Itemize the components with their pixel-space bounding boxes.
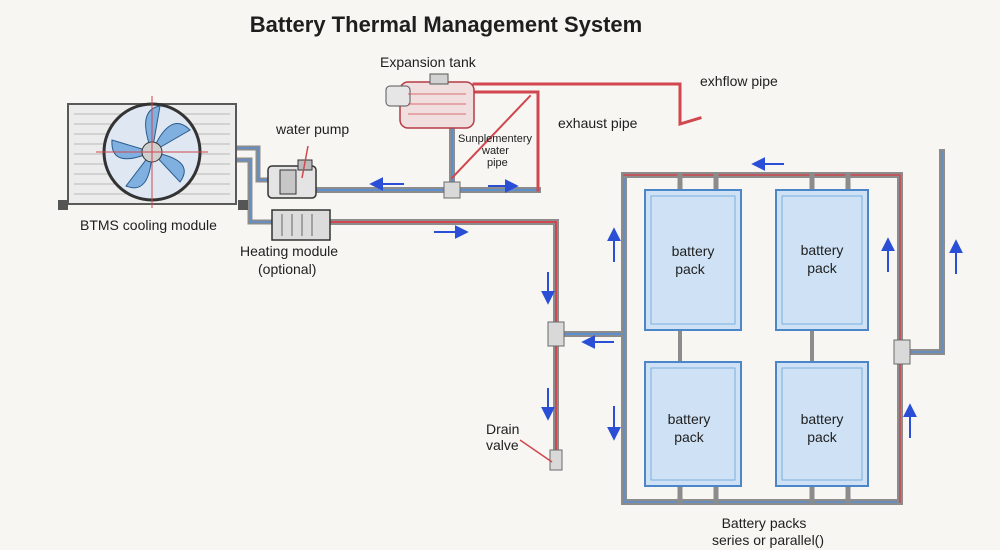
battery-pack-grid: battery pack battery pack battery pack b… <box>644 189 869 487</box>
water-pump-label: water pump <box>275 121 349 137</box>
flow-arrows <box>369 157 963 441</box>
expansion-tank-label: Expansion tank <box>380 54 477 70</box>
battery-pack-label: battery <box>668 411 711 427</box>
battery-pack: battery pack <box>775 361 869 487</box>
supplementary-label-2: water <box>481 145 509 157</box>
drain-valve <box>519 439 563 471</box>
supplementary-label-3: pipe <box>487 157 508 169</box>
tee-fitting-right <box>893 339 911 365</box>
battery-pack-label: battery <box>801 411 844 427</box>
expansion-tank <box>385 73 475 129</box>
battery-pack-label: pack <box>807 260 838 276</box>
battery-pack: battery pack <box>644 361 742 487</box>
fan-icon <box>96 96 208 208</box>
pipe-exhflow <box>472 82 702 127</box>
pipe-module-to-heater <box>233 157 275 225</box>
supplementary-label-1: Sunplementery <box>458 133 532 145</box>
pipe-exhaust <box>472 90 540 192</box>
drain-label-2: valve <box>486 437 519 453</box>
exhaust-pipe-label: exhaust pipe <box>558 115 638 131</box>
battery-pack: battery pack <box>775 189 869 331</box>
drain-label-1: Drain <box>486 421 519 437</box>
battery-pack-label: pack <box>674 429 705 445</box>
diagram-title: Battery Thermal Management System <box>250 12 642 37</box>
battery-pack-label: battery <box>801 242 844 258</box>
tee-fitting-mid <box>443 181 461 199</box>
water-pump <box>267 145 317 199</box>
cooling-module-label: BTMS cooling module <box>80 217 217 233</box>
battery-pack-label: pack <box>675 261 706 277</box>
battery-packs-caption-2: series or parallel() <box>712 532 824 548</box>
pipe-heater-out <box>327 219 559 461</box>
exhflow-pipe-label: exhflow pipe <box>700 73 778 89</box>
pipe-module-to-pump <box>233 145 275 183</box>
tee-fitting-left <box>547 321 565 347</box>
pipe-network <box>233 82 945 505</box>
battery-packs-caption-1: Battery packs <box>722 515 807 531</box>
pipe-right-exit <box>901 149 945 355</box>
btms-cooling-module <box>58 96 248 210</box>
heating-module-label-1: Heating module <box>240 243 338 259</box>
heating-module-label-2: (optional) <box>258 261 316 277</box>
battery-pack-label: battery <box>672 243 715 259</box>
heating-module <box>271 209 331 241</box>
battery-pack: battery pack <box>644 189 742 331</box>
battery-pack-label: pack <box>807 429 838 445</box>
